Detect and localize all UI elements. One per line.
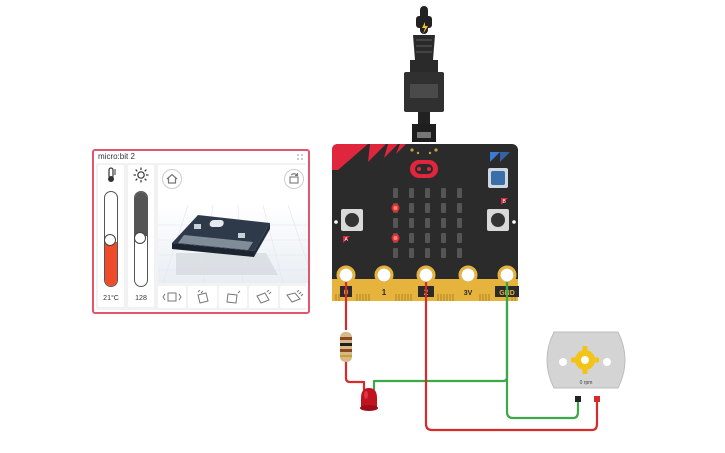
usb-cable (404, 6, 444, 142)
rotate-view-button[interactable] (284, 169, 304, 189)
temperature-control: 21°C (98, 165, 124, 307)
temperature-fill (105, 241, 117, 286)
wire-resistor-led (344, 362, 366, 390)
thermometer-icon (108, 167, 116, 182)
pin-label-3v: 3V (464, 290, 473, 297)
light-control: 128 (128, 165, 154, 307)
tilt-back-icon (285, 290, 304, 303)
light-slider-thumb[interactable] (134, 232, 146, 244)
tilt-forward-icon (256, 290, 272, 304)
resistor[interactable] (340, 332, 352, 362)
microbit-board[interactable]: A B (332, 144, 519, 301)
rotate-icon (289, 173, 299, 184)
wire-pin2-motor (424, 282, 599, 432)
reset-button[interactable] (488, 152, 510, 188)
light-fill (135, 192, 147, 237)
microbit-logo (410, 160, 438, 178)
panel-body: 21°C 128 (96, 163, 309, 310)
gesture-tilt-right-button[interactable] (218, 286, 248, 308)
button-b[interactable]: B (487, 198, 509, 231)
motor-speed-label: 0 rpm (580, 380, 593, 386)
drag-handle-icon[interactable] (296, 153, 304, 161)
led-component[interactable] (360, 388, 378, 411)
gesture-tilt-left-button[interactable] (188, 286, 217, 308)
gesture-tilt-back-button[interactable] (279, 286, 309, 308)
wires (344, 282, 599, 432)
board-3d-view[interactable] (158, 165, 308, 283)
microbit-simulator-panel[interactable]: micro:bit 2 21°C (92, 149, 310, 314)
svg-text:A: A (345, 237, 349, 243)
panel-title: micro:bit 2 (98, 152, 135, 161)
gesture-shake-button[interactable] (158, 286, 187, 308)
gesture-bar (158, 286, 309, 308)
svg-text:B: B (503, 199, 507, 205)
tilt-right-icon (226, 290, 241, 304)
gear-icon (571, 346, 599, 374)
led-matrix (391, 188, 462, 258)
dc-motor[interactable]: 0 rpm (546, 331, 626, 402)
button-a[interactable]: A (341, 209, 363, 243)
sun-icon (133, 167, 149, 183)
lightning-icon (422, 22, 428, 34)
light-value: 128 (135, 295, 147, 302)
pin-label-1: 1 (382, 288, 387, 297)
tilt-left-icon (197, 290, 209, 304)
gesture-tilt-forward-button[interactable] (249, 286, 278, 308)
shake-icon (162, 292, 182, 302)
temperature-slider-thumb[interactable] (104, 234, 116, 246)
temperature-value: 21°C (103, 295, 119, 302)
wire-gnd-motor (505, 282, 580, 420)
home-button[interactable] (162, 169, 182, 189)
home-icon (166, 173, 178, 184)
